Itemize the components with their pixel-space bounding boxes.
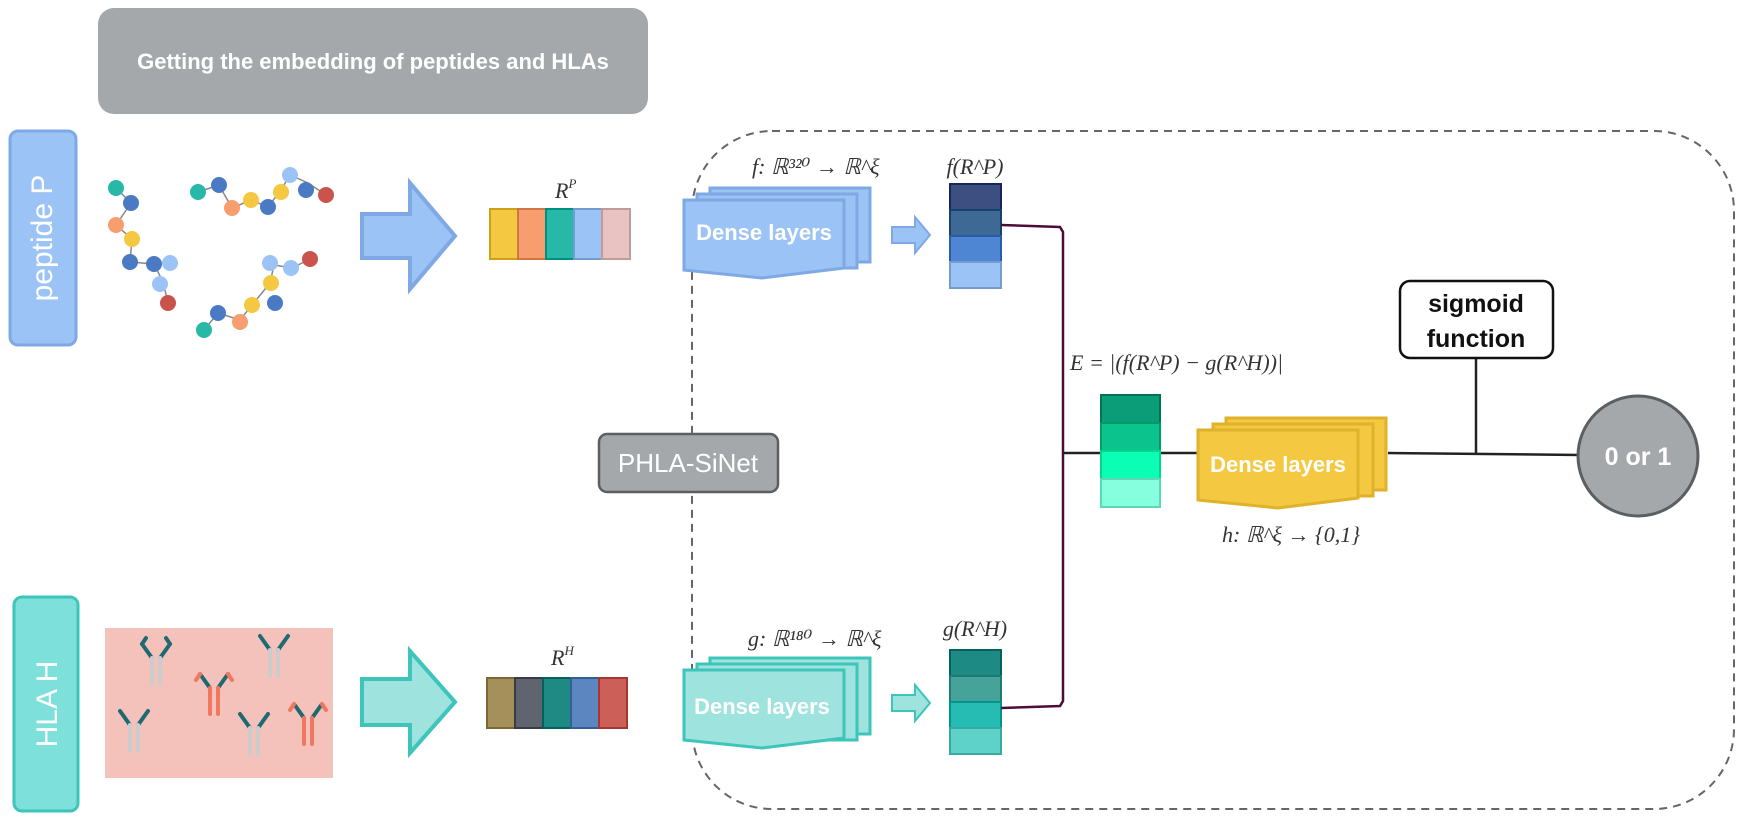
dense-layers-peptide-label: Dense layers	[696, 220, 832, 245]
rp-label: RP	[554, 176, 576, 203]
g-map-label: g: ℝ¹⁸⁰ → ℝ^ξ	[748, 626, 882, 651]
peptide-small-arrow	[891, 214, 932, 256]
g-output-vector	[949, 649, 1002, 755]
rh-vector	[486, 677, 628, 729]
rh-vector-cell	[542, 677, 572, 729]
f-output-vector-cell	[949, 235, 1002, 263]
rh-vector-cell	[598, 677, 628, 729]
hla-big-arrow	[360, 645, 458, 759]
classifier-output-line	[1387, 451, 1581, 457]
rp-vector-cell	[517, 208, 547, 260]
hla-antibodies-image	[105, 628, 333, 778]
g-output-label: g(R^H)	[943, 616, 1007, 641]
e-vector-cell	[1100, 422, 1161, 452]
peptide-big-arrow	[360, 177, 458, 295]
header-box: Getting the embedding of peptides and HL…	[98, 8, 648, 114]
output-circle: 0 or 1	[1576, 394, 1700, 518]
dense-layers-hla-label: Dense layers	[694, 694, 830, 719]
model-name-box: PHLA-SiNet	[597, 432, 780, 494]
sigmoid-box: sigmoid function	[1398, 279, 1555, 360]
f-output-vector-cell	[949, 209, 1002, 237]
sigmoid-label-line1: sigmoid	[1428, 290, 1524, 318]
rh-vector-cell	[570, 677, 600, 729]
rp-vector	[489, 208, 631, 260]
output-label: 0 or 1	[1605, 443, 1672, 471]
sigmoid-label-line2: function	[1427, 325, 1526, 353]
hla-small-arrow	[891, 682, 932, 724]
g-output-vector-cell	[949, 727, 1002, 755]
rp-vector-cell	[573, 208, 603, 260]
rh-vector-cell	[514, 677, 544, 729]
e-vector-cell	[1100, 478, 1161, 508]
f-output-vector	[949, 183, 1002, 289]
rp-vector-cell	[545, 208, 575, 260]
peptide-label: peptide P	[26, 175, 59, 302]
model-name-label: PHLA-SiNet	[618, 448, 759, 478]
header-title: Getting the embedding of peptides and HL…	[137, 49, 609, 74]
dense-layers-hla: Dense layers	[682, 656, 872, 750]
rp-vector-cell	[489, 208, 519, 260]
g-output-vector-cell	[949, 649, 1002, 677]
f-output-label: f(R^P)	[947, 154, 1004, 179]
f-output-vector-cell	[949, 183, 1002, 211]
dense-layers-peptide: Dense layers	[682, 186, 872, 280]
energy-label: E = |(f(R^P) − g(R^H))|	[1069, 350, 1283, 375]
g-connector-line	[1000, 453, 1065, 710]
e-vector-cell	[1100, 394, 1161, 424]
g-output-vector-cell	[949, 675, 1002, 703]
h-map-label: h: ℝ^ξ → {0,1}	[1222, 522, 1360, 547]
e-vector	[1100, 394, 1161, 508]
f-map-label: f: ℝ³²⁰ → ℝ^ξ	[752, 154, 880, 179]
hla-label: HLA H	[31, 661, 64, 748]
f-output-vector-cell	[949, 261, 1002, 289]
rp-vector-cell	[601, 208, 631, 260]
rh-vector-cell	[486, 677, 516, 729]
e-vector-cell	[1100, 450, 1161, 480]
g-output-vector-cell	[949, 701, 1002, 729]
peptide-label-box: peptide P	[8, 129, 78, 347]
dense-layers-classifier: Dense layers	[1196, 416, 1388, 510]
peptide-molecules-image	[108, 167, 334, 338]
hla-label-box: HLA H	[12, 595, 80, 813]
rh-label: RH	[550, 643, 574, 670]
f-connector-line	[1000, 223, 1065, 453]
dense-layers-classifier-label: Dense layers	[1210, 452, 1346, 477]
